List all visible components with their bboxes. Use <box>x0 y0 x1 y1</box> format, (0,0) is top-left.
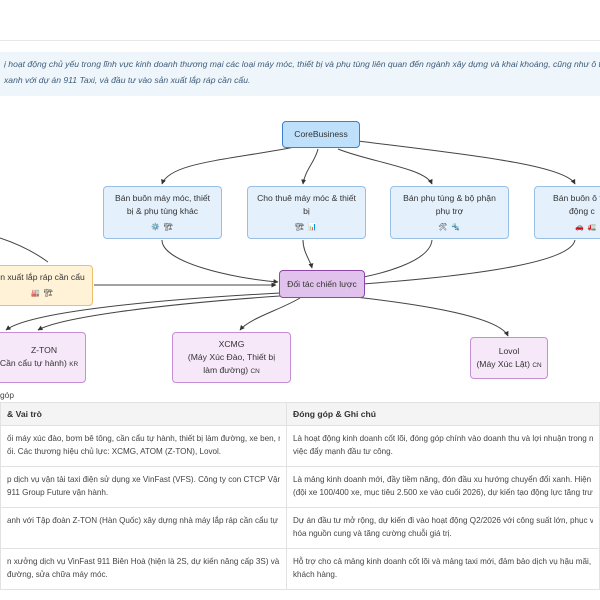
cell-text: Là mảng kinh doanh mới, đầy tiềm năng, đ… <box>293 475 593 484</box>
node-machinery-rental[interactable]: Cho thuê máy móc & thiết bị 🏗 📊 <box>247 186 366 239</box>
tools-bolt-icon: 🛠 🔩 <box>438 223 461 231</box>
edge-partners-xcmg <box>239 297 301 331</box>
edge-core-auto <box>357 140 576 185</box>
node-xcmg-country: CN <box>250 367 260 375</box>
cell-text: anh với Tập đoàn Z-TON (Hàn Quốc) xây dự… <box>7 516 280 525</box>
cell-text: 911 Group Future vận hành. <box>7 488 109 497</box>
edge-partners-zton <box>37 295 281 331</box>
table-cell: anh với Tập đoàn Z-TON (Hàn Quốc) xây dự… <box>0 507 287 549</box>
node-xcmg-line3: làm đường) <box>203 364 249 375</box>
node-wholesale-machinery[interactable]: Bán buôn máy móc, thiết bị & phụ tùng kh… <box>103 186 222 239</box>
gear-crane-icon: ⚙️ 🏗 <box>151 223 174 231</box>
table-cell: Là mảng kinh doanh mới, đầy tiềm năng, đ… <box>286 466 600 508</box>
node-auto-line1: Bán buôn ô tô <box>553 192 600 203</box>
table-cell: p dịch vụ vận tải taxi điện sử dụng xe V… <box>0 466 287 508</box>
summary-note: ị hoạt động chủ yếu trong lĩnh vực kinh … <box>0 52 600 96</box>
node-partners-label: Đối tác chiến lược <box>287 278 357 289</box>
table-cell: ối máy xúc đào, bơm bê tông, cần cẩu tự … <box>0 425 287 467</box>
crane-chart-icon: 🏗 📊 <box>295 223 318 231</box>
contribution-table: & Vai trò Đóng góp & Ghi chú ối máy xúc … <box>0 402 600 590</box>
node-zton-line1: Z-TON <box>30 345 58 355</box>
cell-text: Hỗ trợ cho cả mảng kinh doanh cốt lõi và… <box>293 557 593 566</box>
header-contribution: Đóng góp & Ghi chú <box>286 402 600 426</box>
cell-text: hóa nguồn cung và tăng cường chuỗi giá t… <box>293 529 452 538</box>
top-divider <box>0 40 600 41</box>
summary-line-1: ị hoạt động chủ yếu trong lĩnh vực kinh … <box>4 59 600 69</box>
node-zton-line2-wrap: Cần cẩu tự hành) KR <box>0 357 78 371</box>
cell-text: ối máy xúc đào, bơm bê tông, cần cẩu tự … <box>7 434 280 443</box>
node-assembly-line1: n xuất lắp ráp cần cẩu <box>0 272 85 282</box>
edge-rental-partners <box>302 239 314 269</box>
table-row: p dịch vụ vận tải taxi điện sử dụng xe V… <box>0 466 600 508</box>
table-cell: n xưởng dịch vụ VinFast 911 Biên Hoà (hi… <box>0 548 287 590</box>
node-strategic-partners[interactable]: Đối tác chiến lược <box>279 270 365 298</box>
summary-line-2: xanh với dự án 911 Taxi, và đầu tư vào s… <box>4 75 251 85</box>
table-header-row: & Vai trò Đóng góp & Ghi chú <box>0 402 600 426</box>
table-row: anh với Tập đoàn Z-TON (Hàn Quốc) xây dự… <box>0 507 600 549</box>
cell-text: khách hàng. <box>293 570 338 579</box>
node-wholesale-line1: Bán buôn máy móc, thiết <box>114 192 211 203</box>
header-role: & Vai trò <box>0 402 287 426</box>
edge-core-rental <box>301 148 319 185</box>
node-wholesale-line2: bị & phụ tùng khác <box>126 205 199 216</box>
node-spare-parts[interactable]: Bán phụ tùng & bộ phận phụ trợ 🛠 🔩 <box>390 186 509 239</box>
node-parts-line1: Bán phụ tùng & bộ phận <box>403 192 496 203</box>
node-auto-line2: động c <box>569 205 595 216</box>
node-xcmg-line1: XCMG <box>218 338 245 349</box>
node-partner-lovol[interactable]: Lovol (Máy Xúc Lật) CN <box>470 337 548 379</box>
edge-wholesale-partners <box>161 239 279 285</box>
cell-text: Là hoạt động kinh doanh cốt lõi, đóng gó… <box>293 434 593 443</box>
section-title: góp <box>0 390 14 400</box>
node-xcmg-line3-wrap: làm đường) CN <box>203 364 259 378</box>
node-lovol-line1: Lovol <box>498 345 520 356</box>
node-lovol-line2-wrap: (Máy Xúc Lật) CN <box>476 358 541 372</box>
table-cell: Hỗ trợ cho cả mảng kinh doanh cốt lõi và… <box>286 548 600 590</box>
table-cell: Dự án đầu tư mở rộng, dự kiến đi vào hoạ… <box>286 507 600 549</box>
edge-auto-partners <box>347 239 576 288</box>
cell-text: đường, sửa chữa máy móc. <box>7 570 108 579</box>
car-truck-icon: 🚗 🚛 <box>575 223 598 231</box>
node-zton-country: KR <box>69 361 79 368</box>
cell-text: Dự án đầu tư mở rộng, dự kiến đi vào hoạ… <box>293 516 593 525</box>
edge-partners-offleft <box>5 292 281 331</box>
node-partner-zton[interactable]: Z-TON Cần cẩu tự hành) KR <box>0 332 86 383</box>
table-cell: Là hoạt động kinh doanh cốt lõi, đóng gó… <box>286 425 600 467</box>
node-zton-line2: Cần cẩu tự hành) <box>0 358 67 368</box>
node-crane-assembly[interactable]: n xuất lắp ráp cần cẩu 🏭 🏗 <box>0 265 93 306</box>
node-partner-xcmg[interactable]: XCMG (Máy Xúc Đào, Thiết bị làm đường) C… <box>172 332 291 383</box>
cell-text: p dịch vụ vận tải taxi điện sử dụng xe V… <box>7 475 280 484</box>
node-auto-wholesale[interactable]: Bán buôn ô tô động c 🚗 🚛 <box>534 186 600 239</box>
node-core-business-label: CoreBusiness <box>294 129 348 139</box>
cell-text: ối. Các thương hiệu chủ lực: XCMG, ATOM … <box>7 447 222 456</box>
edge-core-wholesale <box>161 145 301 185</box>
node-lovol-country: CN <box>532 361 542 369</box>
factory-crane-icon: 🏭 🏗 <box>31 290 54 297</box>
cell-text: (đội xe 100/400 xe, mục tiêu 2.500 xe và… <box>293 488 593 497</box>
node-rental-line1: Cho thuê máy móc & thiết <box>257 192 356 203</box>
table-row: n xưởng dịch vụ VinFast 911 Biên Hoà (hi… <box>0 548 600 590</box>
node-parts-line2: phụ trợ <box>435 205 464 216</box>
node-lovol-line2: (Máy Xúc Lật) <box>476 358 530 369</box>
node-xcmg-line2: (Máy Xúc Đào, Thiết bị <box>187 351 276 362</box>
node-rental-line2: bị <box>303 205 310 216</box>
cell-text: n xưởng dịch vụ VinFast 911 Biên Hoà (hi… <box>7 557 280 566</box>
edge-partners-lovol <box>345 295 509 337</box>
edge-core-parts <box>337 148 433 185</box>
table-row: ối máy xúc đào, bơm bê tông, cần cẩu tự … <box>0 425 600 467</box>
cell-text: việc đẩy mạnh đầu tư công. <box>293 447 393 456</box>
node-core-business[interactable]: CoreBusiness <box>282 121 360 148</box>
edge-left-in <box>0 237 49 263</box>
